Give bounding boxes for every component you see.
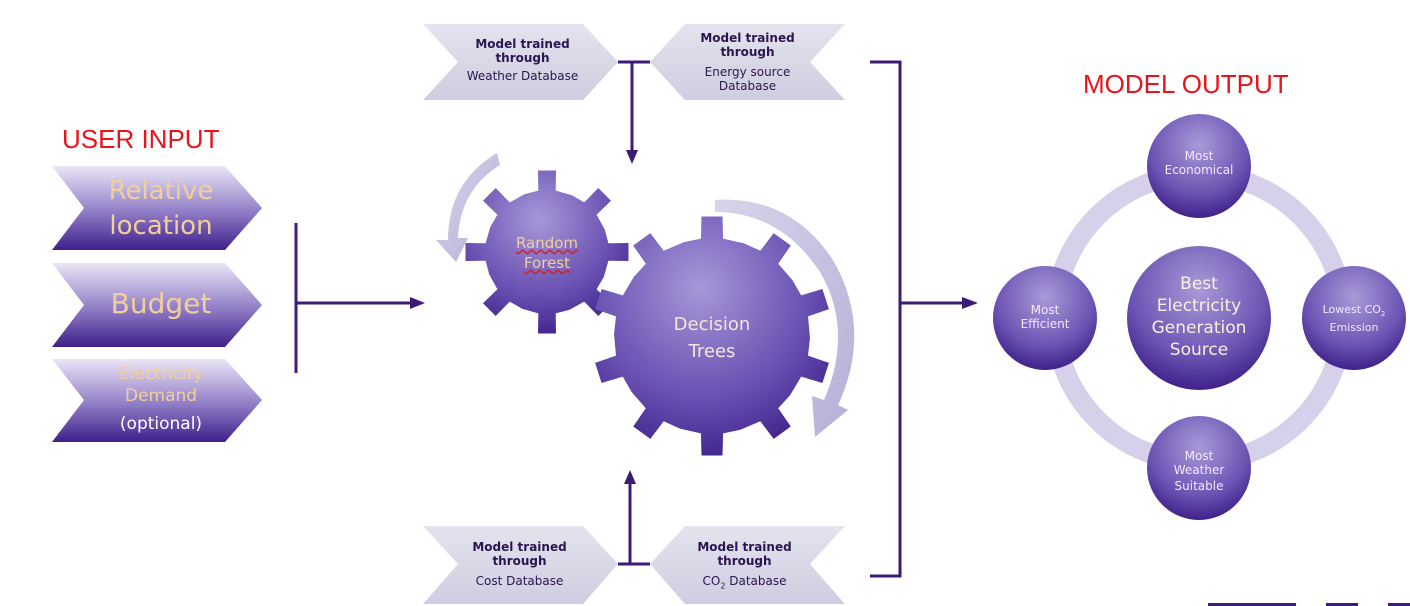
model-output-title: MODEL OUTPUT [1083, 69, 1289, 99]
random-forest-gear [465, 170, 629, 334]
bottom-connector-arrowhead [624, 470, 636, 484]
decision-trees-rotation-arrow [715, 199, 855, 437]
output-top-circle [1147, 114, 1251, 218]
user-input-title: USER INPUT [62, 124, 220, 154]
db-weather-chevron [423, 24, 618, 100]
random-forest-rotation-arrow [436, 153, 500, 262]
corner-decoration-bar [1208, 603, 1296, 606]
db-energy-source-chevron [650, 24, 845, 100]
input-electricity-demand-chevron [52, 359, 262, 442]
db-cost-chevron [423, 526, 618, 604]
input-relative-location-chevron [52, 166, 262, 250]
input-arrowhead [410, 297, 425, 309]
output-left-circle [993, 266, 1097, 370]
output-right-circle [1302, 266, 1406, 370]
top-db-connector [618, 60, 650, 152]
corner-decoration-bar [1388, 603, 1410, 606]
output-center-circle [1127, 246, 1271, 390]
bottom-db-connector [618, 482, 650, 566]
db-co2-chevron [650, 526, 845, 604]
output-arrowhead [962, 297, 978, 309]
corner-decoration-bar [1326, 603, 1358, 606]
decision-trees-gear [595, 216, 829, 456]
input-budget-chevron [52, 263, 262, 347]
input-bracket-arrow [294, 223, 412, 373]
output-bottom-circle [1147, 416, 1251, 520]
top-connector-arrowhead [626, 150, 638, 164]
output-bracket-arrow [870, 60, 964, 578]
